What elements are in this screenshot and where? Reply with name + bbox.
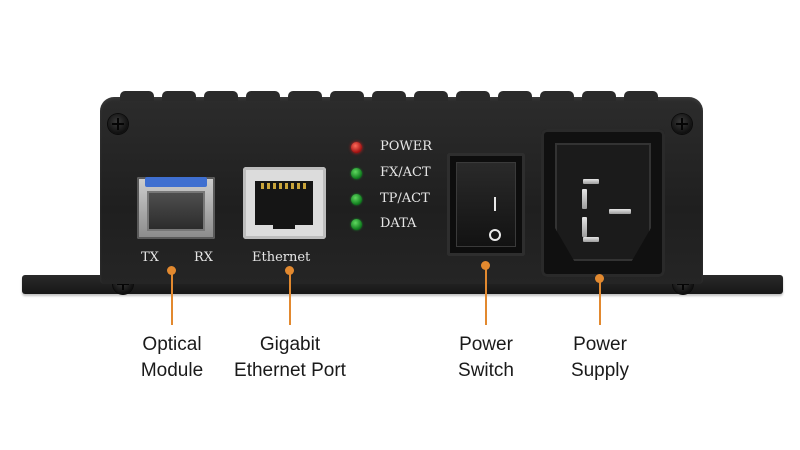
callout-optical-module: Optical Module [120,332,224,384]
iec-socket-icon [555,143,651,261]
callout-switch-line1: Power [459,334,513,355]
callout-optical-line2: Module [140,360,204,381]
power-switch[interactable] [447,153,525,256]
led-label-tp-act: TP/ACT [380,191,430,206]
switch-on-mark-icon [494,197,496,211]
switch-leader-line [485,265,487,325]
power-inlet[interactable] [541,129,665,277]
callout-supply-line2: Supply [570,360,630,381]
ethernet-label: Ethernet [252,250,311,265]
fx-act-led-icon [351,168,362,179]
led-label-power: POWER [380,139,433,154]
led-label-fx-act: FX/ACT [380,165,431,180]
led-label-data: DATA [380,216,417,231]
ethernet-port[interactable] [243,167,326,239]
optical-leader-line [171,270,173,325]
callout-power-switch: Power Switch [438,332,534,384]
data-led-icon [351,219,362,230]
callout-power-supply: Power Supply [552,332,648,384]
callout-ethernet-line2: Ethernet Port [234,360,346,381]
callout-gigabit-ethernet: Gigabit Ethernet Port [222,332,358,384]
callout-supply-line1: Power [573,334,627,355]
sfp-pull-tab [145,177,207,187]
ethernet-leader-line [289,270,291,325]
tp-act-led-icon [351,194,362,205]
screw-top-left-icon [108,114,128,134]
tx-label: TX [141,250,159,265]
supply-leader-line [599,278,601,325]
switch-off-mark-icon [489,229,501,241]
callout-optical-line1: Optical [142,334,202,355]
sfp-optical-port[interactable] [137,177,215,239]
rx-label: RX [194,250,214,265]
screw-top-right-icon [672,114,692,134]
callout-ethernet-line1: Gigabit [259,334,321,355]
power-led-icon [351,142,362,153]
callout-switch-line2: Switch [458,360,514,381]
